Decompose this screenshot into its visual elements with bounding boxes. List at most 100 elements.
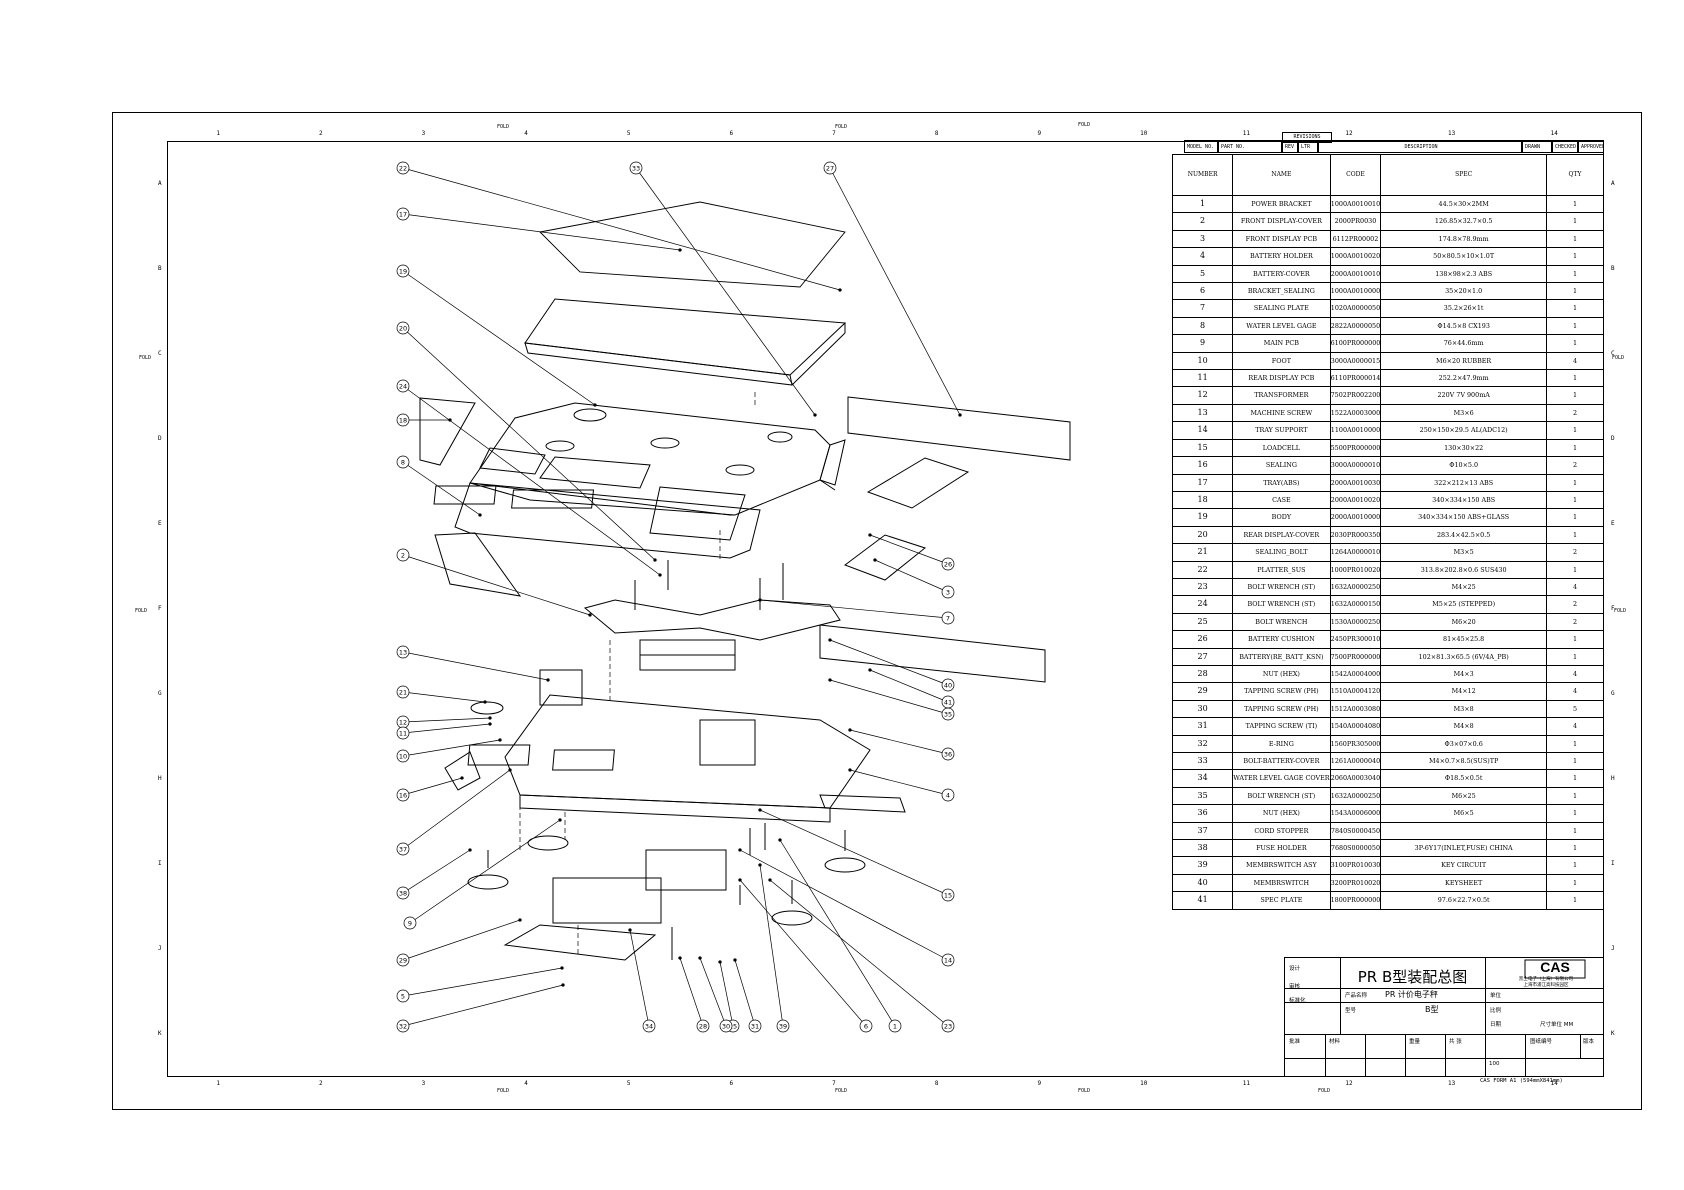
zone-marker-right: E <box>1611 519 1615 527</box>
leader-dot <box>518 918 522 922</box>
part-balloon-number: 9 <box>408 920 412 928</box>
parts-cell-name: E-RING <box>1232 734 1331 754</box>
parts-cell-no: 16 <box>1171 456 1234 475</box>
zone-marker-left: F <box>158 605 162 612</box>
part-balloon <box>629 161 643 175</box>
company-name: 凯士电子（上海）有限公司 <box>1519 977 1573 982</box>
leader-dot <box>478 513 482 517</box>
parts-cell-qty: 1 <box>1545 873 1605 893</box>
parts-cell-code: 2450PR300010 <box>1329 630 1382 649</box>
leader-dot <box>593 403 597 407</box>
fold-mark-top-1: FOLD <box>497 124 510 130</box>
parts-cell-qty: 1 <box>1545 212 1605 231</box>
leader-line <box>402 919 521 961</box>
tray-support-bracket <box>583 599 841 671</box>
parts-cell-no: 34 <box>1171 769 1234 788</box>
leader-dot <box>488 716 492 720</box>
part-balloon-number: 36 <box>944 751 952 759</box>
zone-marker-right: K <box>1611 1030 1615 1038</box>
fuse-holder <box>444 751 481 791</box>
parts-cell-qty: 1 <box>1545 229 1605 249</box>
part-balloon-number: 34 <box>645 1023 653 1031</box>
leader-dot <box>508 768 512 772</box>
parts-cell-qty: 1 <box>1545 369 1605 388</box>
parts-cell-name: FRONT DISPLAY-COVER <box>1232 212 1331 231</box>
parts-cell-no: 21 <box>1171 543 1234 562</box>
leader-line <box>629 929 650 1027</box>
part-balloon <box>941 585 955 599</box>
parts-cell-no: 23 <box>1171 577 1234 597</box>
part-balloon <box>941 953 955 967</box>
parts-cell-qty: 2 <box>1545 612 1605 632</box>
zone-marker-top: 14 <box>1550 130 1558 137</box>
parts-cell-no: 24 <box>1171 595 1234 614</box>
parts-cell-spec: M3×6 <box>1380 403 1547 423</box>
part-balloon <box>748 1019 762 1033</box>
part-balloon <box>396 161 410 175</box>
zone-marker-bottom: 2 <box>318 1080 323 1087</box>
parts-cell-name: SEALING PLATE <box>1232 299 1331 318</box>
parts-cell-no: 19 <box>1171 508 1234 527</box>
parts-cell-no: 13 <box>1171 403 1234 423</box>
front-display-pcb <box>434 532 522 597</box>
sheet-label: 共 张 <box>1449 1039 1462 1045</box>
parts-cell-qty: 1 <box>1545 647 1605 666</box>
parts-cell-qty: 1 <box>1545 786 1605 806</box>
parts-cell-name: FRONT DISPLAY PCB <box>1232 229 1331 249</box>
foot-1 <box>527 835 569 851</box>
parts-cell-spec: M4×8 <box>1380 717 1547 736</box>
leader-line <box>739 879 867 1027</box>
zone-marker-bottom: 7 <box>832 1080 836 1087</box>
leader-dot <box>653 558 657 562</box>
parts-cell-code: 1261A0000040 <box>1329 751 1382 771</box>
parts-cell-qty: 1 <box>1545 247 1605 266</box>
parts-cell-spec: 252.2×47.9mm <box>1380 369 1547 388</box>
parts-cell-code: 1542A0004000 <box>1329 664 1382 684</box>
parts-cell-qty: 2 <box>1545 456 1605 475</box>
parts-cell-no: 12 <box>1171 386 1234 405</box>
zone-marker-right: H <box>1611 775 1615 783</box>
parts-cell-qty: 4 <box>1545 664 1605 684</box>
model-no-header: MODEL NO. <box>1184 140 1218 153</box>
parts-cell-qty: 1 <box>1545 839 1605 858</box>
parts-cell-qty: 1 <box>1545 821 1605 841</box>
part-balloon <box>396 953 410 967</box>
parts-cell-name: CORD STOPPER <box>1232 821 1331 841</box>
part-balloon-number: 11 <box>399 730 407 738</box>
parts-cell-code: 1000A0010010 <box>1329 194 1382 214</box>
zone-marker-bottom: 13 <box>1448 1080 1456 1087</box>
leader-dot <box>838 288 842 292</box>
tray-part <box>524 298 847 386</box>
check-label: 审核 <box>1289 984 1301 990</box>
parts-cell-no: 1 <box>1171 194 1234 214</box>
parts-cell-code: 3100PR010030 <box>1329 856 1382 875</box>
parts-cell-no: 37 <box>1171 821 1234 841</box>
revision-header-row: MODEL NO. PART NO. REV LTR DESCRIPTION D… <box>1184 140 1604 154</box>
zone-marker-top: 11 <box>1242 130 1250 137</box>
parts-cell-qty: 1 <box>1545 490 1605 510</box>
parts-cell-no: 20 <box>1171 525 1234 545</box>
zone-marker-top: 6 <box>729 130 734 137</box>
parts-cell-name: BATTERY HOLDER <box>1232 247 1331 266</box>
parts-cell-name: BATTERY CUSHION <box>1232 630 1331 649</box>
part-balloon <box>696 1019 710 1033</box>
zone-marker-top: 2 <box>318 130 323 137</box>
parts-cell-qty: 1 <box>1545 891 1605 910</box>
part-balloon-number: 41 <box>944 699 952 707</box>
part-balloon-number: 12 <box>399 719 407 727</box>
parts-cell-no: 40 <box>1171 873 1234 893</box>
part-balloon <box>396 264 410 278</box>
parts-cell-qty: 1 <box>1545 386 1605 405</box>
leader-line <box>402 739 501 757</box>
part-balloon-number: 40 <box>944 682 952 690</box>
leader-line <box>849 729 949 755</box>
parts-cell-code: 1100A0010000 <box>1329 421 1382 440</box>
leader-line <box>402 461 481 516</box>
leader-dot <box>738 848 742 852</box>
